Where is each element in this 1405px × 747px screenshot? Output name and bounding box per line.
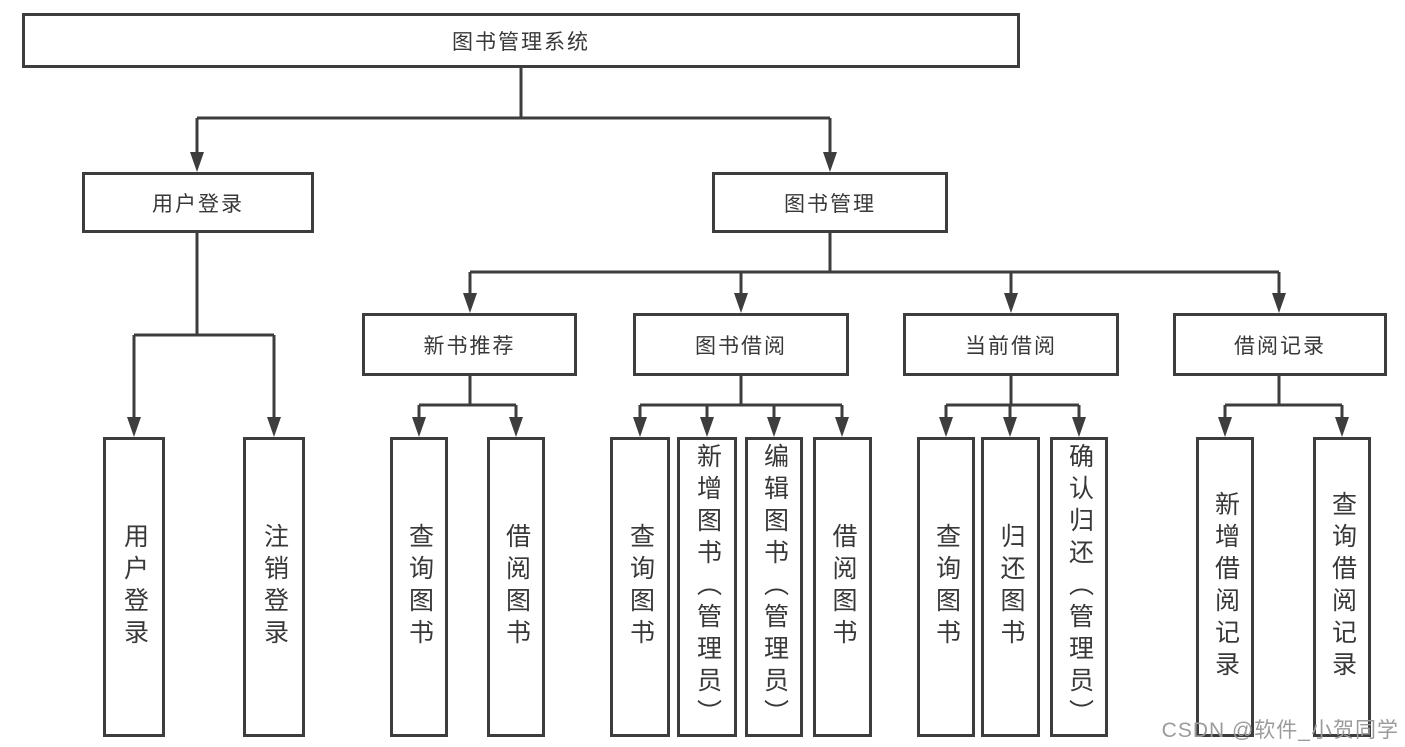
watermark: CSDN @软件_小贺同学	[1161, 719, 1399, 742]
node-label: 图书管理系统	[452, 30, 590, 54]
leaf-borrow-books-recommend: 借阅图书	[487, 437, 545, 737]
leaf-query-borrow-record: 查询借阅记录	[1313, 437, 1371, 737]
leaf-borrow-books: 借阅图书	[813, 437, 872, 737]
node-label: 用户登录	[152, 192, 244, 216]
leaf-label: 编辑图书（管理员）	[760, 443, 789, 731]
leaf-label: 查询图书	[405, 523, 434, 651]
node-label: 图书借阅	[695, 334, 787, 358]
node-label: 当前借阅	[965, 334, 1057, 358]
leaf-return-books: 归还图书	[981, 437, 1040, 737]
node-user-login: 用户登录	[82, 172, 314, 233]
node-label: 新书推荐	[423, 334, 516, 358]
leaf-label: 查询借阅记录	[1328, 491, 1357, 683]
leaf-label: 用户登录	[120, 523, 149, 651]
node-label: 图书管理	[784, 192, 876, 216]
node-current-borrowing: 当前借阅	[903, 313, 1119, 376]
node-book-management: 图书管理	[712, 172, 948, 233]
leaf-confirm-return-admin: 确认归还（管理员）	[1050, 437, 1108, 737]
leaf-label: 借阅图书	[829, 523, 857, 651]
leaf-add-borrow-record: 新增借阅记录	[1196, 437, 1254, 737]
leaf-logout: 注销登录	[243, 437, 305, 737]
leaf-add-book-admin: 新增图书（管理员）	[677, 437, 737, 737]
leaf-label: 确认归还（管理员）	[1065, 443, 1094, 731]
node-new-book-recommend: 新书推荐	[362, 313, 577, 376]
leaf-query-books-borrow: 查询图书	[610, 437, 670, 737]
leaf-query-books-current: 查询图书	[917, 437, 975, 737]
leaf-label: 查询图书	[932, 523, 961, 651]
leaf-label: 新增借阅记录	[1211, 491, 1240, 683]
leaf-label: 借阅图书	[502, 523, 531, 651]
node-root-system: 图书管理系统	[22, 13, 1020, 68]
node-borrowing-records: 借阅记录	[1173, 313, 1387, 376]
tree-edges	[132, 68, 1344, 423]
arrowheads	[127, 152, 1349, 437]
node-label: 借阅记录	[1234, 334, 1326, 358]
leaf-user-login: 用户登录	[103, 437, 165, 737]
leaf-label: 新增图书（管理员）	[693, 443, 722, 731]
leaf-edit-book-admin: 编辑图书（管理员）	[745, 437, 803, 737]
leaf-label: 注销登录	[260, 523, 289, 651]
leaf-label: 查询图书	[626, 523, 655, 651]
leaf-query-books-recommend: 查询图书	[390, 437, 448, 737]
node-book-borrowing: 图书借阅	[633, 313, 849, 376]
leaf-label: 归还图书	[997, 523, 1025, 651]
